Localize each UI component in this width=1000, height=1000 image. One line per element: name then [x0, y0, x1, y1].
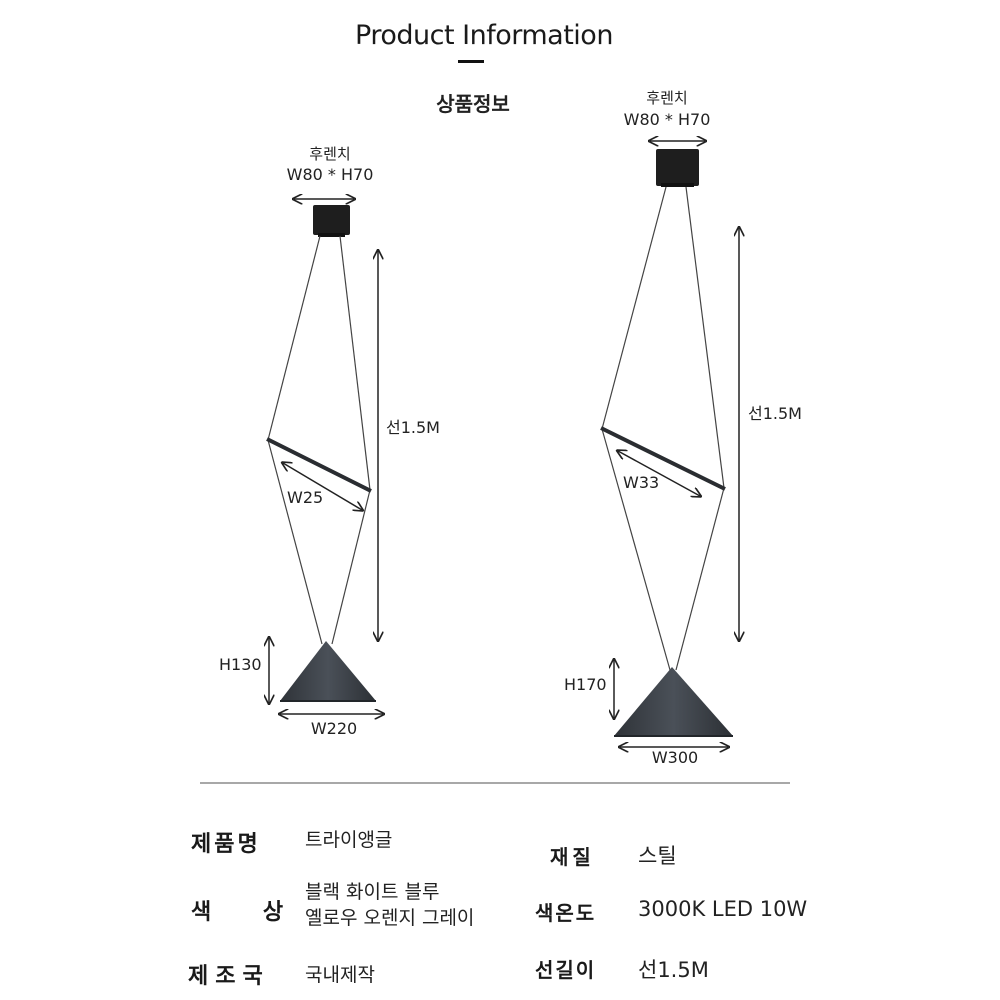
- spec-color-temp-label: 색온도: [535, 901, 597, 925]
- bar-width-arrow: [283, 463, 362, 510]
- lamp-large: [600, 141, 739, 747]
- page-subtitle: 상품정보: [436, 92, 510, 116]
- spec-material-value: 스틸: [638, 844, 677, 868]
- bar-width-label: W25: [287, 488, 324, 507]
- wire: [601, 186, 667, 430]
- wire: [601, 428, 671, 671]
- spec-material-label: 재질: [550, 845, 595, 869]
- bar-width-label: W33: [623, 473, 660, 492]
- shade-width-label: W300: [651, 748, 699, 767]
- shade-width-label: W220: [310, 719, 358, 738]
- section-divider: [200, 782, 790, 784]
- bar-width-arrow: [618, 451, 700, 496]
- canopy: [656, 149, 699, 186]
- canopy: [313, 205, 350, 235]
- wire: [331, 489, 371, 645]
- wire-length-label: 선1.5M: [748, 404, 802, 423]
- canopy-size-label: W80 * H70: [623, 110, 711, 129]
- spec-product-name-label: 제품명: [191, 832, 261, 857]
- spec-origin-value: 국내제작: [305, 964, 375, 986]
- spec-product-name-value: 트라이앵글: [305, 829, 393, 851]
- wire: [339, 235, 371, 491]
- light-bar: [266, 437, 372, 493]
- cone-shade: [614, 667, 733, 736]
- spec-color-temp-value: 3000K LED 10W: [638, 897, 808, 921]
- wire-length-label: 선1.5M: [386, 418, 440, 437]
- wire: [685, 186, 725, 489]
- spec-wire-label: 선길이: [535, 958, 597, 982]
- spec-color-label: 색 상: [191, 900, 306, 925]
- wire: [675, 487, 725, 671]
- wire: [267, 235, 321, 441]
- canopy-name-label: 후렌치: [309, 145, 351, 163]
- cone-shade: [280, 641, 376, 701]
- lamp-small: [267, 199, 383, 714]
- canopy-name-label: 후렌치: [646, 89, 688, 107]
- spec-origin-label: 제조국: [188, 964, 270, 989]
- spec-color-value-line1: 블랙 화이트 블루: [305, 881, 440, 903]
- shade-height-label: H170: [564, 675, 607, 694]
- canopy-size-label: W80 * H70: [286, 165, 374, 184]
- wire: [267, 439, 323, 645]
- spec-color-value-line2: 옐로우 오렌지 그레이: [305, 907, 475, 929]
- shade-height-label: H130: [219, 655, 262, 674]
- page-title: Product Information: [355, 20, 613, 51]
- light-bar: [600, 426, 726, 491]
- title-underline: [458, 60, 484, 63]
- spec-wire-value: 선1.5M: [638, 958, 709, 982]
